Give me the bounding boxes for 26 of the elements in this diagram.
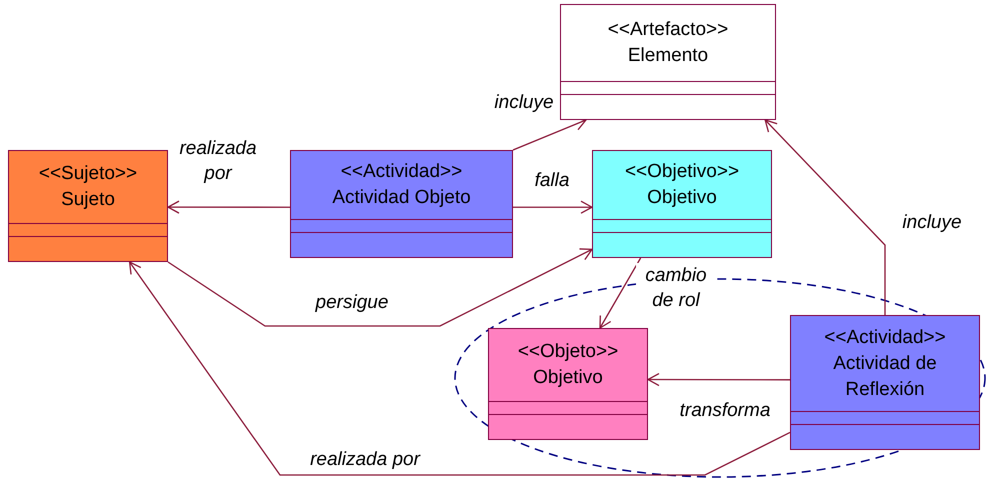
class-box [560,4,776,120]
class-name: Objetivo [647,186,717,210]
class-name: Actividad de Reflexión [832,352,938,402]
stereotype-label: <<Objetivo>> [624,160,740,184]
stereotype-label: <<Actividad>> [824,326,946,350]
association-arrow [128,261,790,476]
association-arrow [512,118,587,151]
class-name: Elemento [628,44,708,68]
stereotype-label: <<Objeto>> [518,340,618,364]
class-box [790,315,980,450]
association-arrow [513,200,593,214]
stereotype-label: <<Actividad>> [340,160,462,184]
class-box [592,150,772,258]
class-name: Sujeto [61,188,115,212]
association-arrow [599,258,642,329]
association-arrow [168,248,593,327]
class-box [290,150,513,258]
stereotype-label: <<Artefacto>> [608,18,728,42]
class-name: Actividad Objeto [332,186,471,210]
class-box [488,328,648,440]
association-arrow [647,372,790,386]
class-box [8,150,168,262]
stereotype-label: <<Sujeto>> [38,162,138,186]
class-name: Objetivo [533,366,603,390]
association-arrow [167,200,290,214]
association-arrow [764,119,886,315]
